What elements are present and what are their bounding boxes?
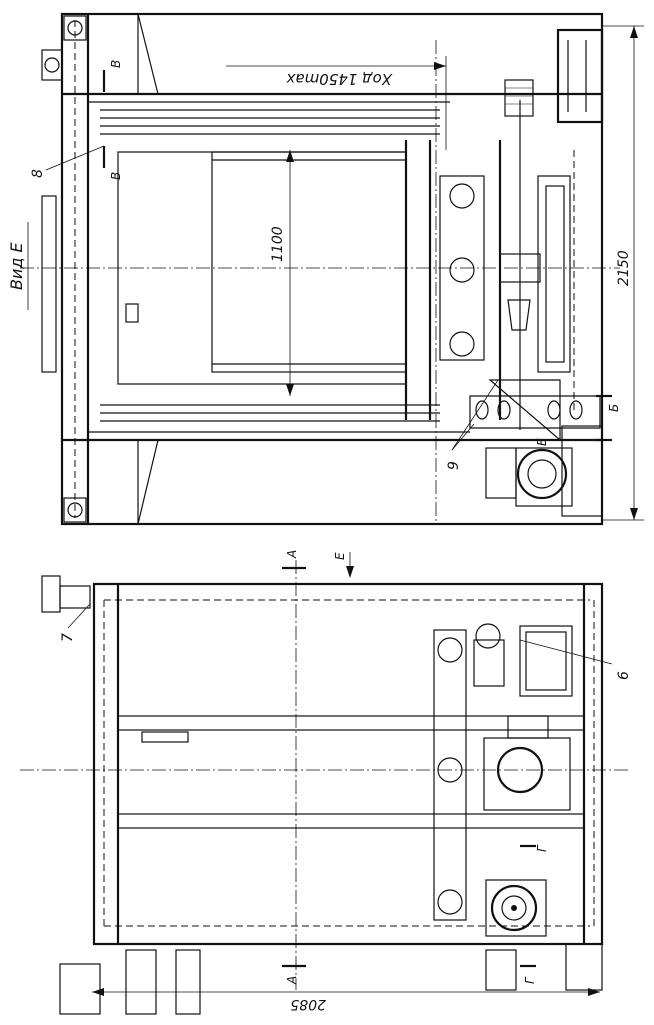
leader-6 xyxy=(519,639,613,665)
section-a-bottom: А xyxy=(285,976,299,985)
bottom-frame-outline xyxy=(92,582,604,946)
lower-gusset xyxy=(488,379,561,442)
stroke-label: Ход 1450max xyxy=(286,70,393,88)
section-a-top: А xyxy=(285,550,299,559)
hole-icon xyxy=(475,400,489,420)
arrow-icon xyxy=(630,508,638,520)
motor-top-inner xyxy=(525,631,567,691)
leader-9b xyxy=(451,379,499,451)
bearing-bottom-icon xyxy=(449,331,475,357)
leader-9a xyxy=(451,423,475,451)
small-block xyxy=(125,303,139,323)
gearbox-wheel-icon xyxy=(496,746,544,794)
leader-7 xyxy=(67,603,91,629)
bracket-7-arm xyxy=(59,585,91,609)
hole-icon xyxy=(497,400,511,420)
section-g-bottom: Г xyxy=(523,976,537,984)
section-g-top: Г xyxy=(535,844,549,852)
section-v-bottom: В xyxy=(109,172,123,180)
hole-icon xyxy=(569,400,583,420)
section-b-top: Б xyxy=(607,404,621,412)
corner-box-top xyxy=(63,15,87,41)
dim-1100-label: 1100 xyxy=(270,226,286,262)
arrow-icon xyxy=(630,26,638,38)
arrow-icon xyxy=(286,384,294,396)
bolt-icon xyxy=(44,57,60,73)
arrow-icon xyxy=(434,62,446,70)
bearing-top-icon xyxy=(449,183,475,209)
top-frame-outline xyxy=(60,12,604,526)
leg-2 xyxy=(125,949,157,1015)
section-v-top: В xyxy=(109,60,123,68)
motor-top xyxy=(519,625,573,697)
motor-body xyxy=(515,447,573,507)
top-view: Вид Е Ход 1450max 1100 2150 8 9 В В Б Б xyxy=(7,12,644,526)
lower-bracket xyxy=(469,395,601,429)
screw-jack xyxy=(504,79,534,117)
pulley-icon xyxy=(475,623,501,649)
bracket-7 xyxy=(41,575,61,613)
callout-6: 6 xyxy=(616,671,632,680)
dim-2085-label: 2085 xyxy=(290,996,326,1012)
bolt-icon xyxy=(67,20,83,36)
bearing-icon xyxy=(437,637,463,663)
section-b-bottom: Б xyxy=(535,438,549,446)
hole-icon xyxy=(547,400,561,420)
small-plate xyxy=(141,731,189,743)
leg-3 xyxy=(175,949,201,1015)
callout-8: 8 xyxy=(30,169,46,178)
bearing-icon xyxy=(437,889,463,915)
callout-7: 7 xyxy=(60,633,76,642)
arrow-icon xyxy=(286,150,294,162)
carriage-panel xyxy=(211,151,407,373)
leg-4 xyxy=(485,949,517,991)
drive-housing-inner xyxy=(545,185,565,363)
left-side-plate xyxy=(41,195,57,373)
leg-left xyxy=(59,963,101,1015)
leader-8 xyxy=(45,145,105,171)
bearing-mid-icon xyxy=(449,257,475,283)
dim-2150-label: 2150 xyxy=(616,250,632,286)
motor-flange xyxy=(485,447,517,499)
bearing-rail xyxy=(433,629,467,921)
small-motor-icon xyxy=(490,884,538,932)
view-e-label: Вид Е xyxy=(7,241,26,290)
motor-icon xyxy=(516,448,568,500)
callout-9: 9 xyxy=(446,461,462,470)
arrow-icon xyxy=(92,988,104,996)
bracket-top xyxy=(41,49,63,81)
gusset-top-left xyxy=(137,13,159,95)
bottom-view: 7 6 А А Е Г Г 2085 xyxy=(20,550,632,1015)
cross-rail-1 xyxy=(117,715,585,731)
small-motor-center-icon xyxy=(511,905,517,911)
motor-inner-icon xyxy=(527,459,557,489)
arrow-icon xyxy=(588,988,600,996)
corner-box-bottom xyxy=(63,497,87,523)
section-e-label: Е xyxy=(333,552,347,560)
gusset-bottom-left xyxy=(137,439,159,525)
motor-base xyxy=(561,425,603,517)
mid-cone xyxy=(507,299,531,331)
drive-housing xyxy=(537,175,571,373)
small-motor-body xyxy=(485,879,547,937)
leg-right xyxy=(565,943,603,991)
bolt-icon xyxy=(67,502,83,518)
cross-rail-2 xyxy=(117,813,585,829)
gear-coupling xyxy=(507,715,549,739)
arrow-e-icon xyxy=(346,566,354,578)
small-motor-inner-icon xyxy=(501,895,527,921)
pulley-housing xyxy=(473,639,505,687)
right-top-block xyxy=(556,28,604,124)
